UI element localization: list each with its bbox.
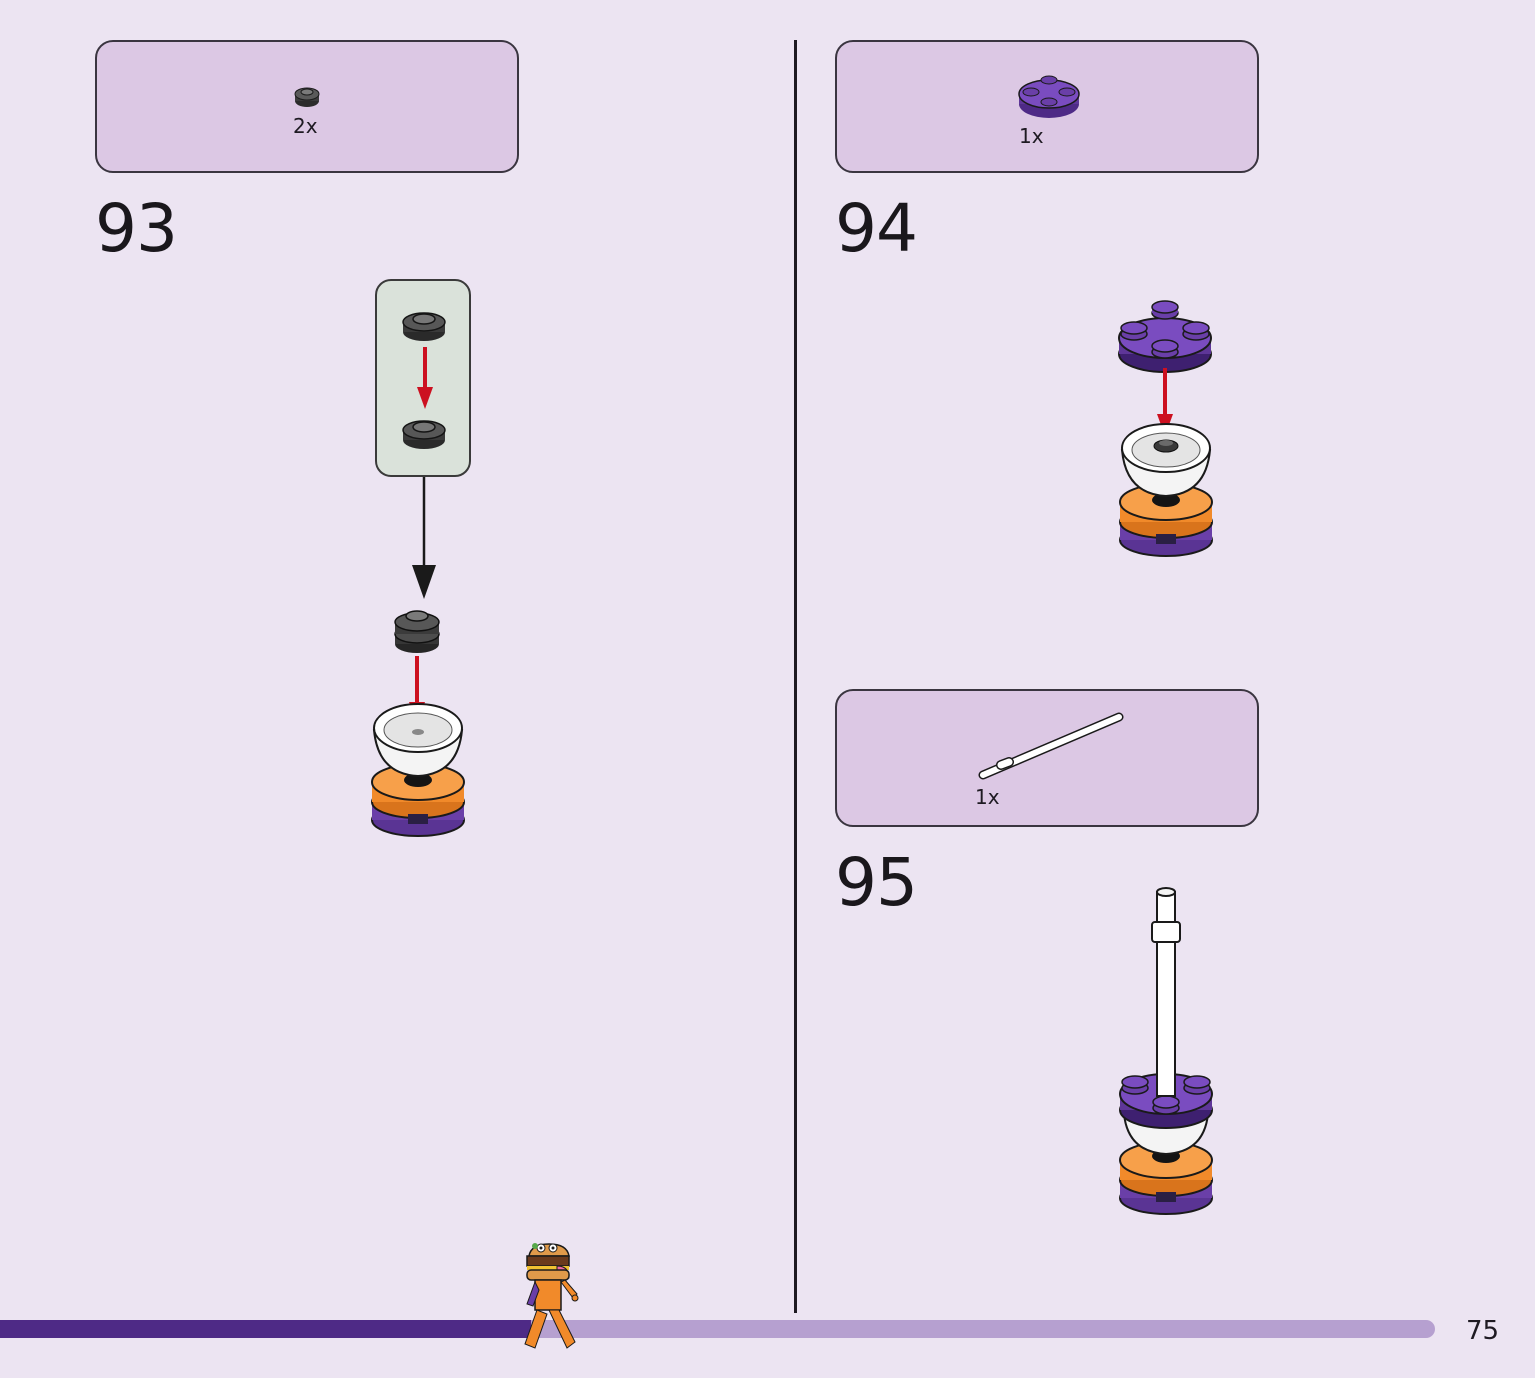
parts-box-step-94: 1x: [835, 40, 1259, 173]
dark-gray-round-plate-icon: [294, 87, 320, 107]
purple-round-plate-2x2-icon: [1018, 75, 1080, 118]
progress-bar-fill: [0, 1320, 531, 1338]
white-bar-icon: [978, 712, 1124, 780]
dish-on-orange-base-icon: [1119, 423, 1213, 557]
step-number-95: 95: [835, 844, 918, 921]
red-arrow-icon: [417, 347, 433, 409]
step-number-93: 93: [95, 190, 178, 267]
parts-box-step-93: 2x: [95, 40, 519, 173]
dark-gray-round-plate-icon: [402, 420, 446, 449]
parts-box-step-95: 1x: [835, 689, 1259, 827]
black-arrow-icon: [412, 477, 436, 599]
stacked-plates-icon: [394, 610, 440, 653]
part-quantity: 1x: [975, 785, 1000, 809]
dish-on-orange-base-icon: [371, 703, 465, 837]
part-quantity: 2x: [293, 114, 318, 138]
bar-on-base-assembly-icon: [1119, 887, 1213, 1215]
burger-character-icon: [524, 1243, 579, 1349]
page-divider: [794, 40, 797, 1313]
page-number: 75: [1466, 1316, 1500, 1346]
part-quantity: 1x: [1019, 124, 1044, 148]
sub-assembly-callout: [375, 279, 471, 477]
step-number-94: 94: [835, 190, 918, 267]
purple-round-plate-2x2-icon: [1118, 300, 1212, 373]
dark-gray-round-plate-icon: [402, 312, 446, 341]
progress-bar: [0, 1320, 1435, 1338]
